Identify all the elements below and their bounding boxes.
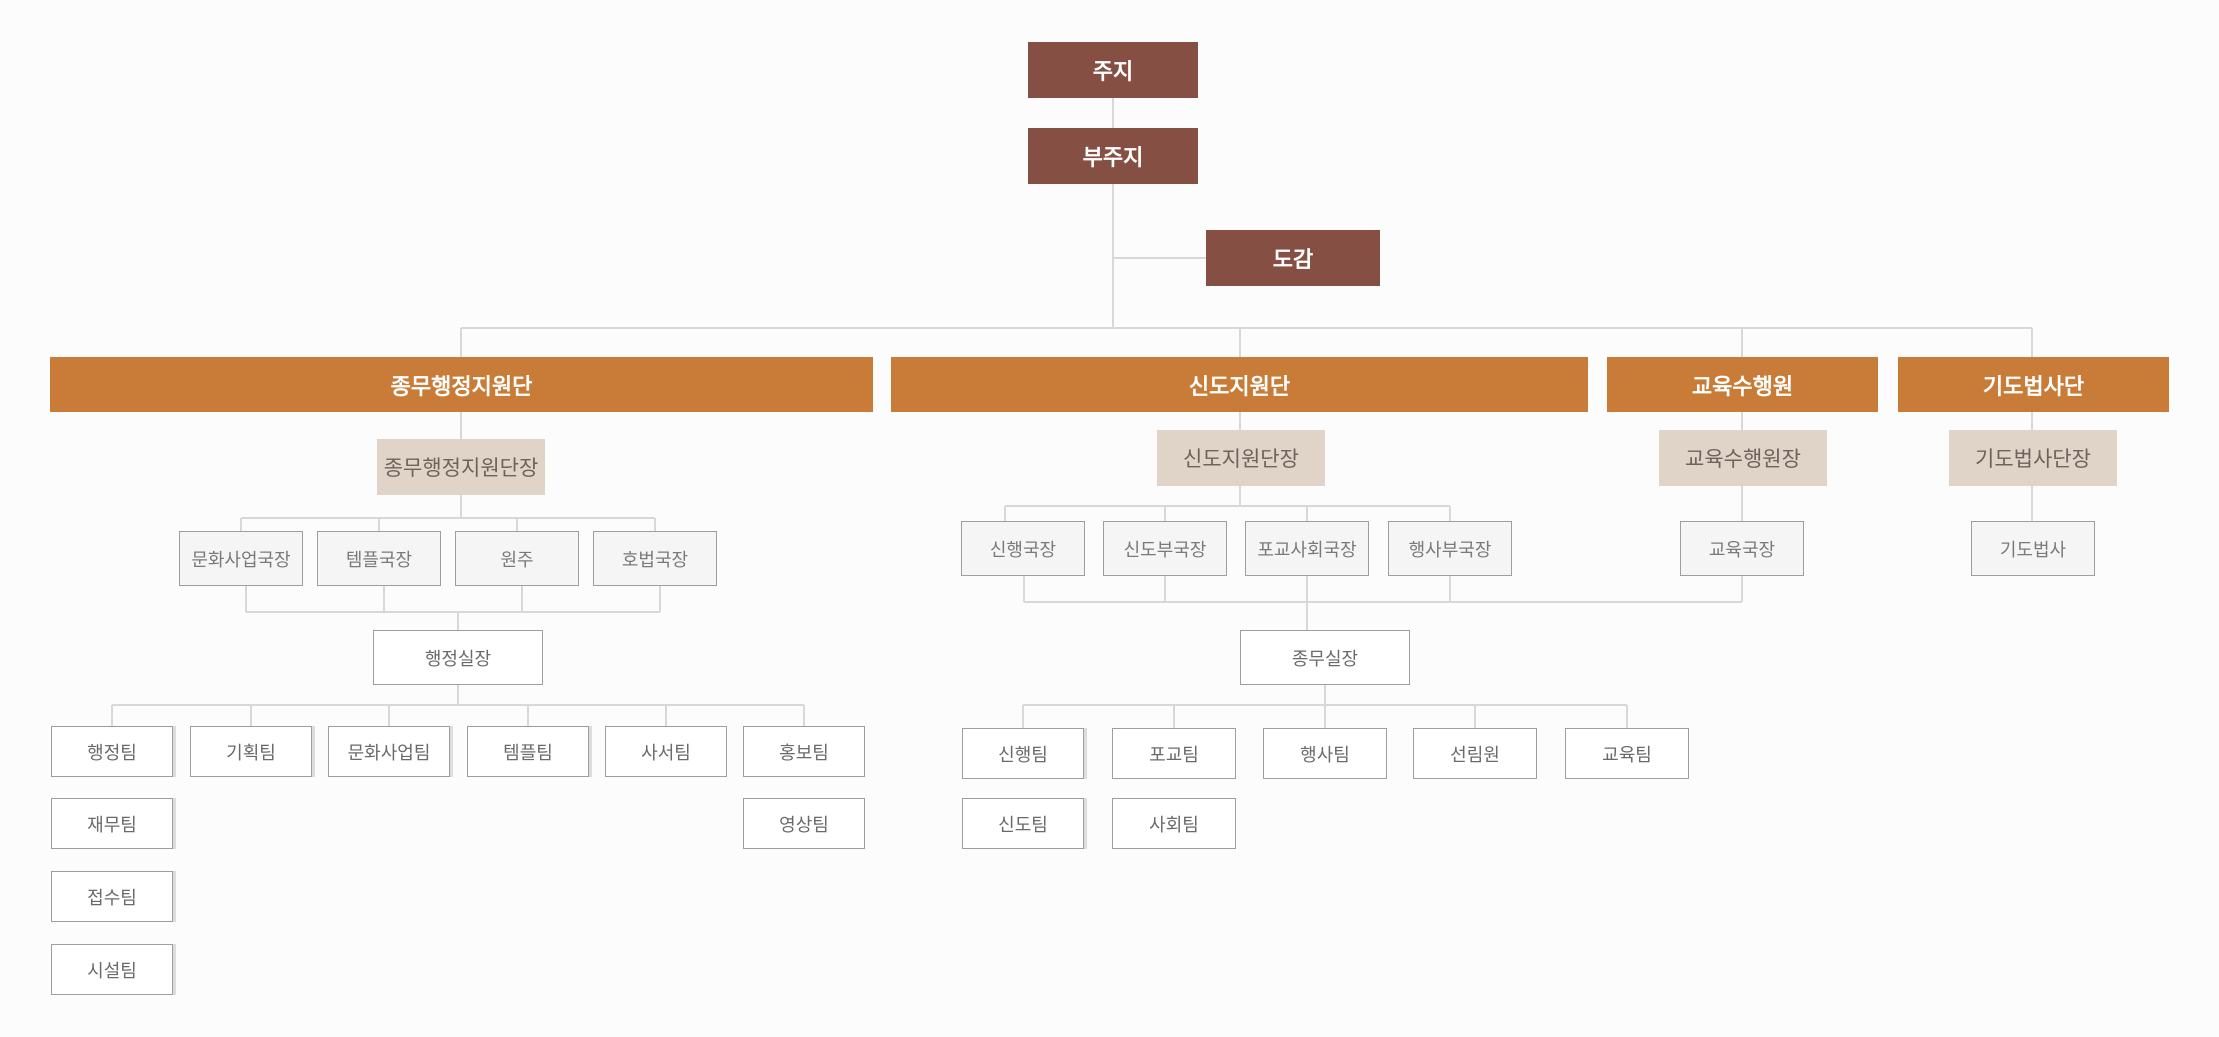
team-gyoyuk: 교육팀: [1565, 728, 1689, 779]
team-haengsa: 행사팀: [1263, 728, 1387, 779]
division-admin: 종무행정지원단: [50, 357, 873, 412]
director-wonju: 원주: [455, 531, 579, 586]
head-edu: 교육수행원장: [1659, 430, 1827, 486]
director-temple: 템플국장: [317, 531, 441, 586]
office-admin: 행정실장: [373, 630, 543, 685]
director-pogyo: 포교사회국장: [1245, 521, 1369, 576]
director-prayer: 기도법사: [1971, 521, 2095, 576]
team-sinhaeng: 신행팀: [962, 728, 1084, 779]
team-haengjeong: 행정팀: [51, 726, 173, 777]
team-siseol: 시설팀: [51, 944, 173, 995]
division-prayer: 기도법사단: [1898, 357, 2169, 412]
head-believer: 신도지원단장: [1157, 430, 1325, 486]
team-jaemu: 재무팀: [51, 798, 173, 849]
director-hobeop: 호법국장: [593, 531, 717, 586]
team-pogyo: 포교팀: [1112, 728, 1236, 779]
node-juji: 주지: [1028, 42, 1198, 98]
director-education: 교육국장: [1680, 521, 1804, 576]
team-sahoe: 사회팀: [1112, 798, 1236, 849]
team-saseo: 사서팀: [605, 726, 727, 777]
node-bujuji: 부주지: [1028, 128, 1198, 184]
director-culture: 문화사업국장: [179, 531, 303, 586]
team-hongbo: 홍보팀: [743, 726, 865, 777]
team-seollim: 선림원: [1413, 728, 1537, 779]
director-sindo: 신도부국장: [1103, 521, 1227, 576]
division-believer: 신도지원단: [891, 357, 1588, 412]
team-munhwa: 문화사업팀: [328, 726, 450, 777]
office-believer: 종무실장: [1240, 630, 1410, 685]
team-gihoek: 기획팀: [190, 726, 312, 777]
director-sinhaeng: 신행국장: [961, 521, 1085, 576]
node-dogam: 도감: [1206, 230, 1380, 286]
team-sindo: 신도팀: [962, 798, 1084, 849]
team-temple: 템플팀: [467, 726, 589, 777]
head-prayer: 기도법사단장: [1949, 430, 2117, 486]
head-admin: 종무행정지원단장: [377, 439, 545, 495]
director-haengsa: 행사부국장: [1388, 521, 1512, 576]
division-edu: 교육수행원: [1607, 357, 1878, 412]
team-jeopsu: 접수팀: [51, 871, 173, 922]
team-yeongsang: 영상팀: [743, 798, 865, 849]
